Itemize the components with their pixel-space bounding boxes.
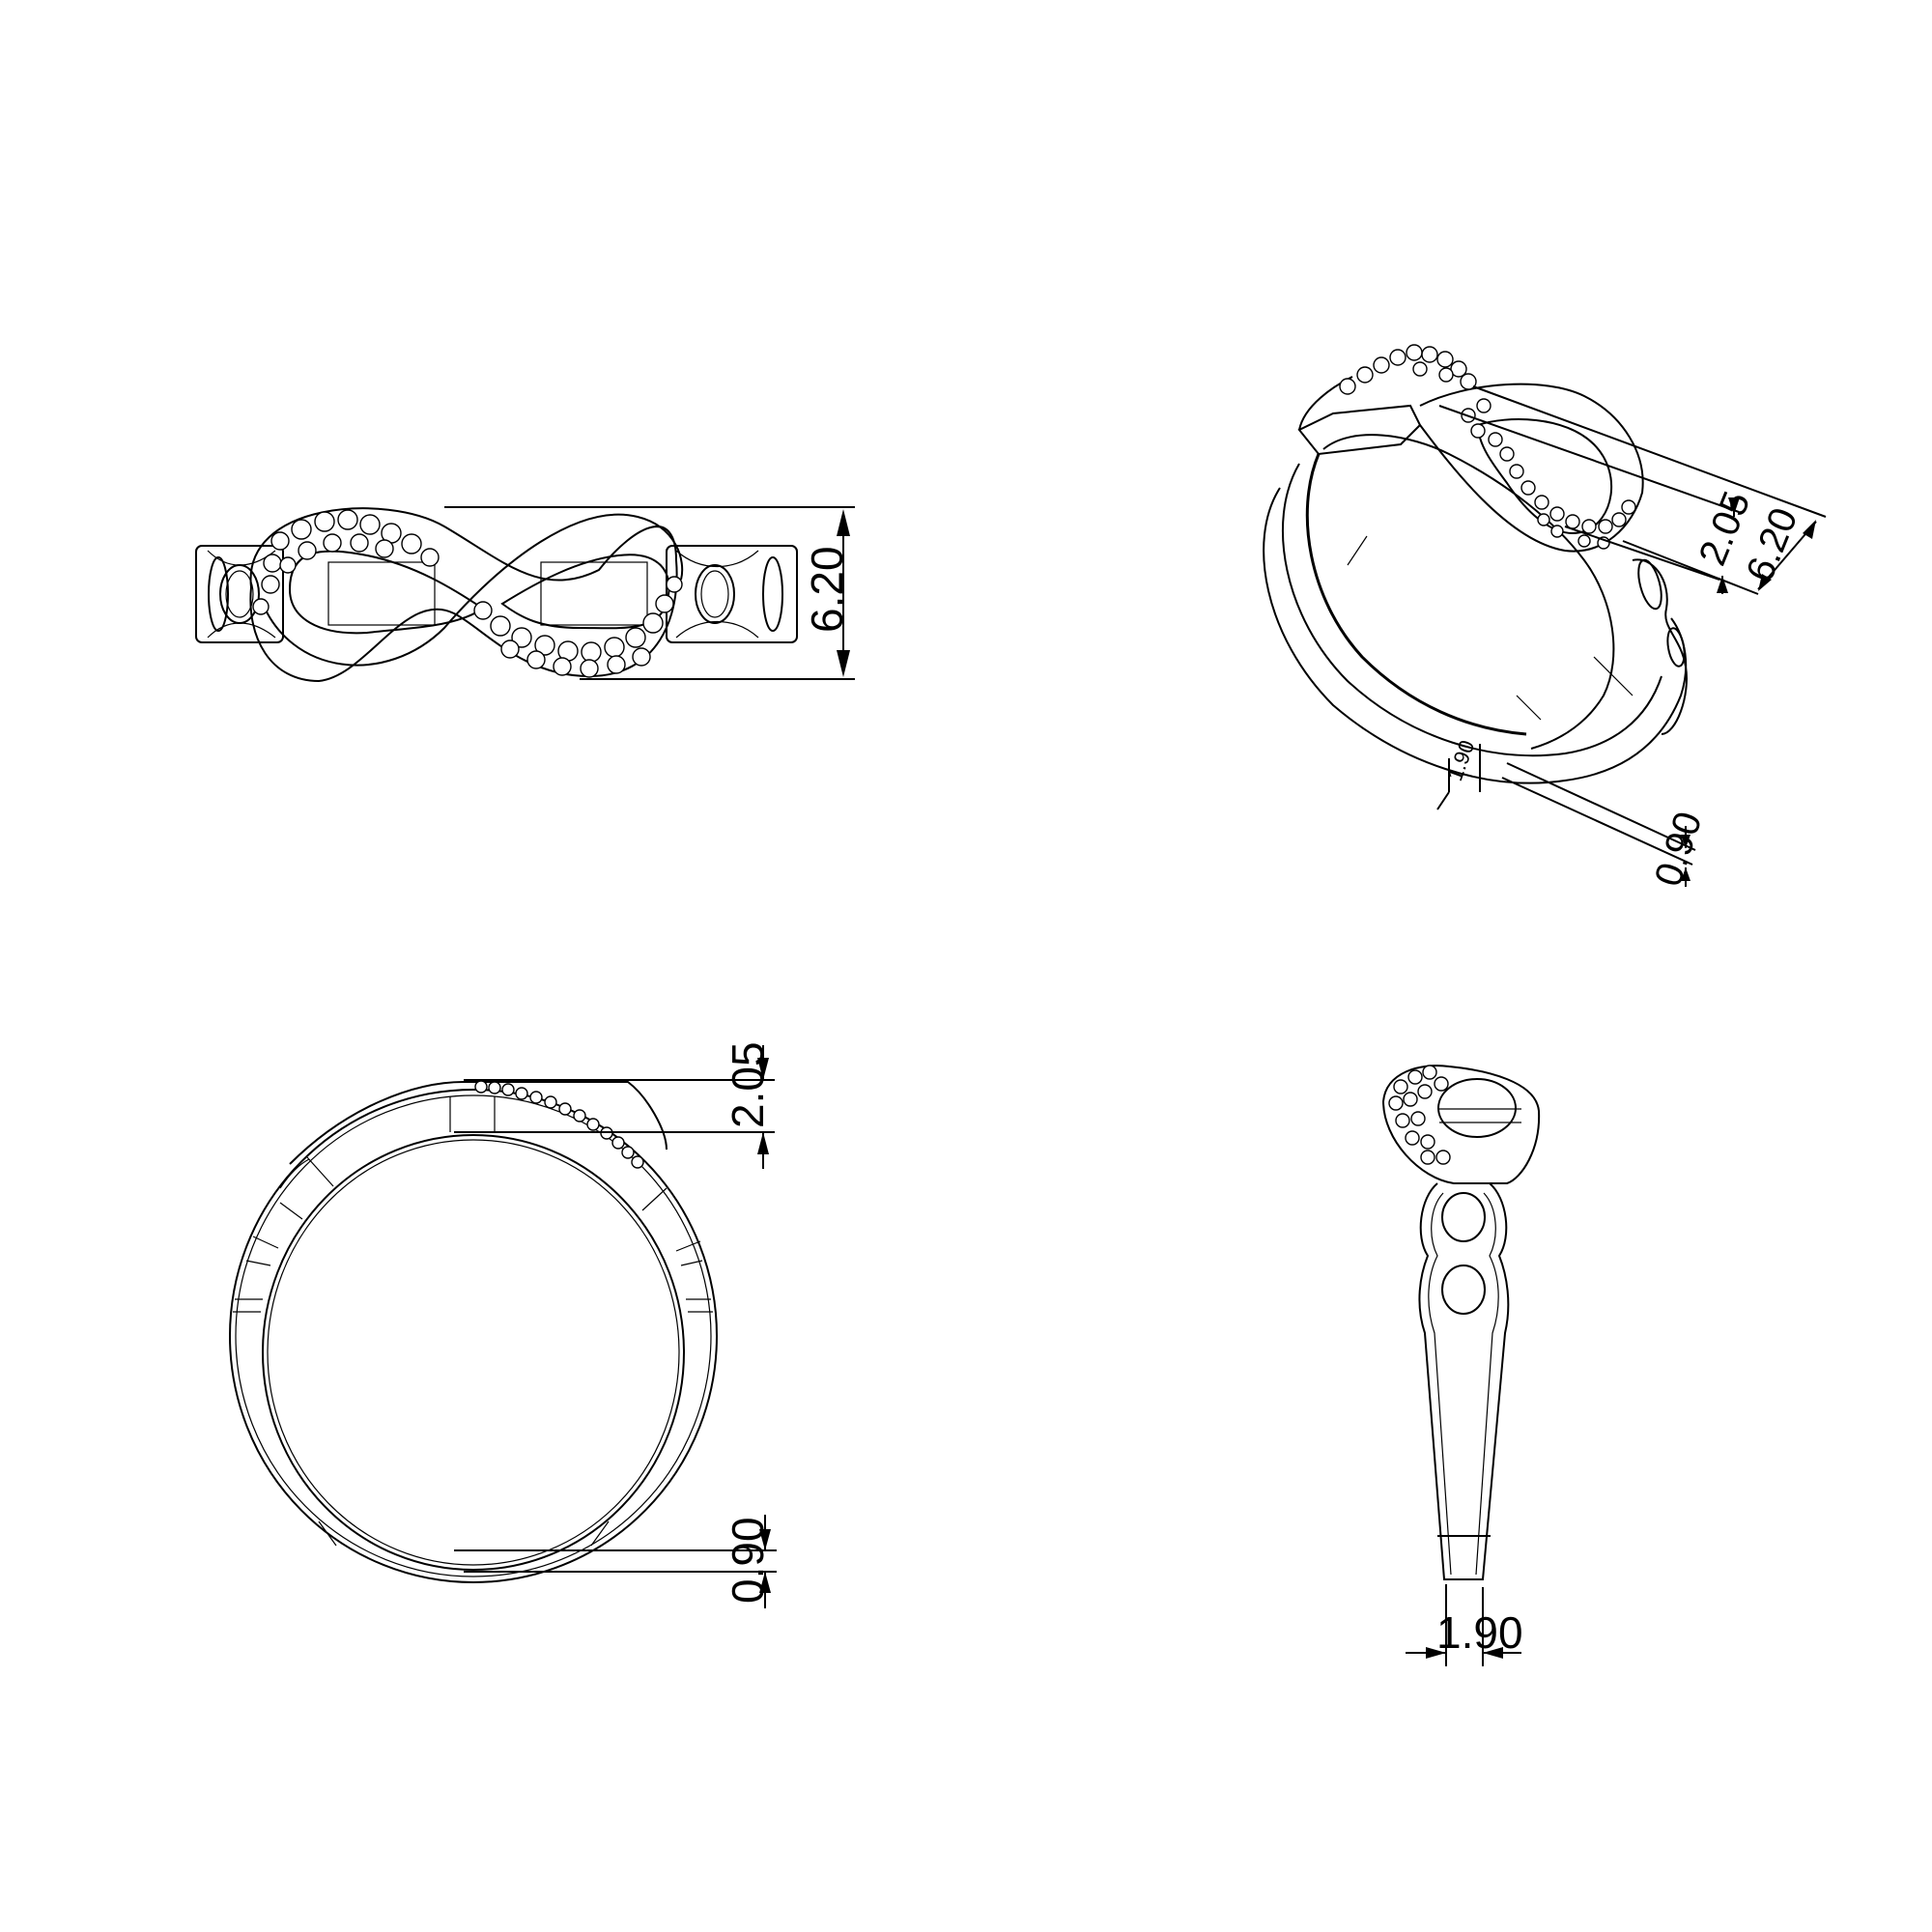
dimension-top-height: 6.20: [444, 506, 855, 680]
top-view: 6.20: [195, 506, 855, 683]
band-right-edge-hole: [762, 556, 783, 632]
infinity-left-loop: [288, 550, 485, 635]
persp-pave-stones: [1339, 344, 1636, 550]
persp-infinity-bar: [1297, 404, 1422, 456]
dim-label-front-top: 2.05: [723, 1041, 773, 1128]
front-head-left-edge: [279, 1158, 310, 1189]
infinity-outer-outline: [249, 507, 678, 683]
dim-label-front-bottom: 0.90: [723, 1517, 773, 1604]
side-shank-hole-2: [1441, 1264, 1486, 1315]
side-shank-inner: [1428, 1192, 1499, 1576]
side-head-window: [1437, 1078, 1517, 1138]
band-right-scallop: [675, 550, 759, 639]
band-right-segment: [666, 545, 798, 643]
persp-lug-hole-2: [1666, 627, 1686, 668]
front-outer-circle-inset: [235, 1094, 712, 1577]
front-pave-stones: [474, 1080, 644, 1169]
persp-segment-lines: [1347, 535, 1634, 721]
right-window: [540, 561, 648, 626]
persp-band-opening: [1322, 434, 1615, 750]
persp-infinity-right-lobe: [1419, 383, 1644, 553]
persp-band-inner-shadow: [1305, 453, 1527, 736]
pave-stones-right: [473, 576, 683, 678]
band-left-segment: [195, 545, 284, 643]
side-dimensions: 1.90: [1406, 1584, 1523, 1666]
persp-band-outer: [1263, 487, 1688, 784]
infinity-polished-ribbon: [260, 513, 684, 667]
front-outer-circle: [229, 1089, 718, 1583]
persp-dimensions: 2.05 6.20 0.90 1.90: [1436, 385, 1827, 892]
left-window: [327, 561, 436, 626]
front-view: 2.05 0.90: [229, 1041, 777, 1608]
side-head-window-bars: [1439, 1108, 1521, 1123]
perspective-view: 2.05 6.20 0.90 1.90: [1263, 344, 1827, 892]
dim-label-top-height: 6.20: [802, 546, 852, 633]
band-left-edge-hole: [208, 556, 229, 632]
front-head-top: [289, 1081, 668, 1165]
side-shank-hole-1: [1441, 1192, 1486, 1242]
front-inner-circle: [262, 1134, 685, 1571]
persp-lug-hole-1: [1637, 558, 1662, 611]
front-dimensions: 2.05 0.90: [454, 1041, 777, 1608]
side-view: 1.90: [1381, 1065, 1541, 1666]
infinity-right-loop: [500, 554, 670, 630]
persp-side-lug: [1632, 558, 1688, 735]
band-right-hole-inner: [700, 570, 729, 618]
band-left-hole-inner: [225, 570, 254, 618]
front-inner-circle-inset: [267, 1139, 680, 1566]
pave-stones-left: [252, 509, 440, 615]
dim-label-persp-band: 0.90: [1647, 807, 1711, 892]
front-segment-lines: [233, 1156, 713, 1547]
side-pave-stones: [1388, 1065, 1451, 1165]
band-right-hole: [695, 564, 735, 624]
dim-label-side-width: 1.90: [1436, 1607, 1523, 1658]
persp-band-inner-edge: [1282, 463, 1662, 757]
